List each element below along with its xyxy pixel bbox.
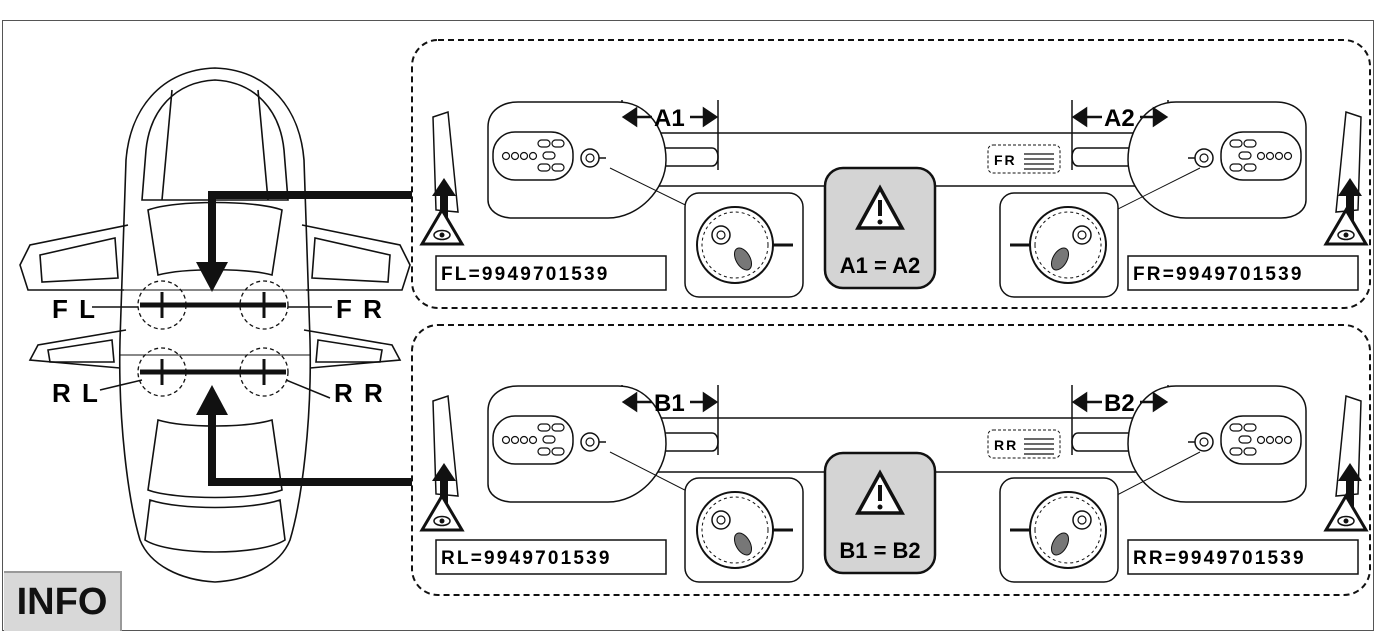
dim-b1: B1 [654,390,685,417]
code-rear-left: RL=9949701539 [441,548,612,569]
front-equality-text: A1 = A2 [840,253,921,278]
rear-axle-panel [411,324,1371,596]
eye-warning-icon [1324,208,1368,246]
adjuster-dial-icon [683,191,805,299]
warning-icon [855,469,905,515]
front-connector-arrow [196,191,412,292]
info-badge: INFO [4,571,122,631]
plate-front: FR [994,152,1017,168]
eye-warning-icon [420,494,464,532]
code-rear-right: RR=9949701539 [1133,548,1306,569]
rear-connector-arrow [196,385,412,486]
eye-warning-icon [420,208,464,246]
label-rear-left: R L [52,378,100,408]
warning-icon [855,184,905,230]
front-axle-panel [411,39,1371,309]
adjuster-dial-icon [683,476,805,584]
diagram-frame [2,20,1374,631]
dim-b2: B2 [1104,390,1135,417]
plate-rear: RR [994,437,1018,453]
rear-equality-text: B1 = B2 [839,538,920,563]
dim-a2: A2 [1104,105,1135,132]
dim-a1: A1 [654,105,685,132]
code-front-left: FL=9949701539 [441,264,610,285]
label-rear-right: R R [334,378,385,408]
car-top-view [19,67,411,583]
code-front-right: FR=9949701539 [1133,264,1304,285]
label-front-right: F R [336,294,384,324]
axle-lines [140,302,286,375]
adjuster-dial-icon [998,191,1120,299]
label-front-left: F L [52,294,97,324]
adjuster-dial-icon [998,476,1120,584]
eye-warning-icon [1324,494,1368,532]
